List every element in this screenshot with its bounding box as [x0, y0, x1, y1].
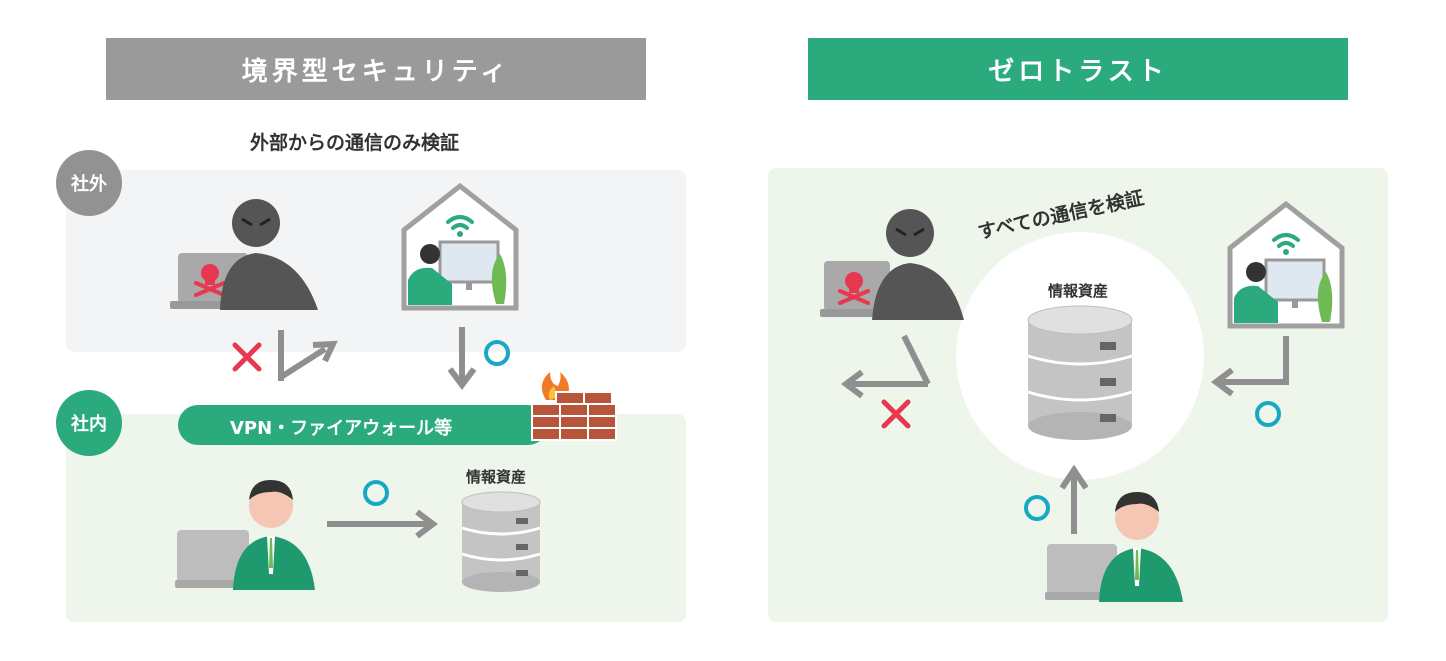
allowed-arrow-icon — [1211, 336, 1289, 427]
database-icon — [461, 491, 541, 592]
allowed-arrow-icon — [447, 327, 510, 390]
skull-icon — [194, 264, 226, 297]
remote-worker-house-icon — [401, 182, 519, 311]
zero-trust-title: ゼロトラスト — [808, 38, 1348, 100]
office-worker-icon — [1045, 492, 1183, 602]
allowed-arrow-icon — [1024, 464, 1089, 534]
wifi-icon — [1272, 233, 1300, 248]
right-asset-label: 情報資産 — [1048, 282, 1109, 300]
left-asset-label: 情報資産 — [466, 468, 527, 486]
remote-worker-house-icon — [1227, 200, 1345, 329]
data-flow-arrow-icon — [327, 480, 438, 539]
firewall-bar — [178, 405, 548, 445]
database-icon — [1027, 305, 1133, 440]
outside-zone — [66, 170, 686, 352]
perimeter-security-title: 境界型セキュリティ — [106, 38, 646, 100]
hacker-icon — [170, 199, 318, 310]
skull-icon — [838, 272, 870, 305]
brick-wall-icon — [531, 372, 617, 441]
hacker-icon — [820, 209, 964, 320]
inside-label: 社内 — [56, 390, 122, 456]
wifi-icon — [446, 215, 474, 230]
left-subtitle: 外部からの通信のみ検証 — [250, 132, 460, 154]
inside-zone — [66, 414, 686, 622]
blocked-arrow-icon — [232, 330, 338, 381]
office-worker-icon — [175, 480, 315, 590]
firewall-label: VPN・ファイアウォール等 — [230, 418, 453, 439]
outside-label: 社外 — [56, 150, 122, 216]
blocked-arrow-icon — [841, 334, 931, 429]
